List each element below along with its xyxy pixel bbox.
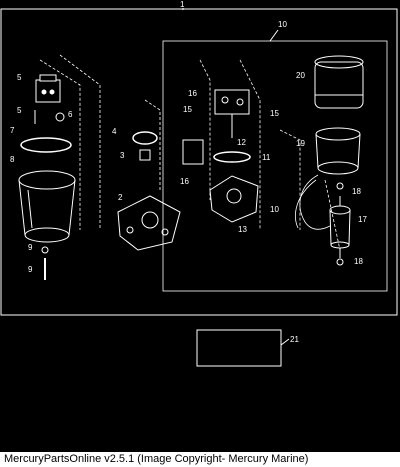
callout-18a: 18 [352, 187, 361, 196]
callout-13: 11 [262, 153, 271, 162]
part-20-motor-cover [314, 55, 364, 109]
callout-18b: 18 [354, 257, 363, 266]
callout-3: 3 [120, 151, 125, 160]
callout-2: 2 [118, 193, 123, 202]
callout-6: 6 [68, 110, 73, 119]
part-21-box [196, 329, 282, 367]
part-5-valve [35, 74, 61, 103]
callout-15b: 15 [270, 109, 279, 118]
callout-5b: 5 [17, 106, 22, 115]
part-check-valve [182, 139, 204, 165]
callout-16a: 16 [188, 89, 197, 98]
callout-15a: 15 [183, 105, 192, 114]
callout-9a: 9 [28, 243, 33, 252]
part-13-oring [213, 151, 251, 163]
callout-12: 13 [238, 225, 247, 234]
callout-9b: 9 [28, 265, 33, 274]
callout-4: 4 [112, 127, 117, 136]
callout-7: 7 [10, 126, 15, 135]
part-19-stator [315, 127, 361, 175]
part-8-reservoir [18, 170, 76, 243]
outer-frame [0, 8, 398, 316]
copyright-footer: MercuryPartsOnline v2.5.1 (Image Copyrig… [0, 452, 400, 467]
part-17-armature [329, 196, 351, 258]
callout-19: 19 [296, 139, 305, 148]
callout-11: 10 [270, 205, 279, 214]
callout-21: 21 [290, 335, 299, 344]
exploded-view-svg: 1 10 5 5 6 7 8 9 9 4 3 [0, 0, 398, 367]
callout-5a: 5 [17, 73, 22, 82]
callout-14: 12 [237, 138, 246, 147]
callout-20: 20 [296, 71, 305, 80]
part-16-valve-bracket [214, 89, 250, 138]
callout-16b: 16 [180, 177, 189, 186]
part-7-oring [20, 137, 72, 153]
part-2-pump-body [117, 195, 181, 251]
callout-8: 8 [10, 155, 15, 164]
callout-17: 17 [358, 215, 367, 224]
callout-1: 1 [180, 0, 185, 9]
assembly-box [162, 40, 388, 292]
part-12-housing [209, 175, 259, 223]
motor-wiring [295, 174, 331, 230]
callout-10: 10 [278, 20, 287, 29]
part-3-fitting [139, 149, 151, 161]
part-4-oring [132, 131, 158, 145]
